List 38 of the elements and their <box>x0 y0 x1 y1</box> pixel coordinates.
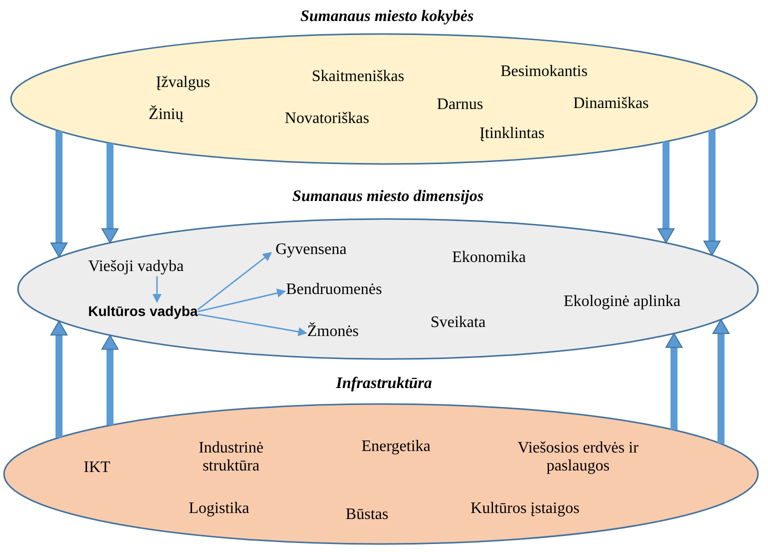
term-label: Žmonės <box>307 322 359 342</box>
block-arrow <box>101 143 119 244</box>
layer-heading: Infrastruktūra <box>336 374 432 394</box>
term-label: Bendruomenės <box>286 280 382 300</box>
term-label: IKT <box>84 458 110 478</box>
term-label: Besimokantis <box>500 62 588 82</box>
term-label: Energetika <box>362 438 430 456</box>
block-arrow <box>50 320 68 438</box>
term-label: Skaitmeniškas <box>312 68 404 86</box>
block-arrow <box>712 319 730 444</box>
block-arrow <box>101 334 119 426</box>
term-label: Žinių <box>148 106 184 124</box>
term-label: Viešoji vadyba <box>88 258 184 276</box>
arrow <box>197 252 272 310</box>
term-label: Darnus <box>436 96 484 114</box>
term-label: Kultūros vadyba <box>88 302 198 320</box>
layer-heading: Sumanaus miesto dimensijos <box>292 188 484 206</box>
term-label: Novatoriškas <box>284 110 370 128</box>
block-arrow <box>50 130 68 258</box>
term-label: Logistika <box>188 500 250 518</box>
term-label: Ekologinė aplinka <box>564 292 680 312</box>
block-arrow <box>665 332 683 430</box>
term-label: Viešosios erdvės ir paslaugos <box>516 440 640 476</box>
arrow <box>198 314 308 336</box>
arrow <box>198 288 286 312</box>
term-label: Industrinė struktūra <box>198 440 264 476</box>
term-label: Dinamiškas <box>573 94 649 114</box>
term-label: Įžvalgus <box>156 74 210 92</box>
term-label: Gyvensena <box>275 240 347 260</box>
term-label: Sveikata <box>430 314 486 332</box>
term-label: Būstas <box>346 506 388 524</box>
block-arrow <box>703 130 721 256</box>
arrow <box>152 276 162 303</box>
term-label: Ekonomika <box>452 248 526 268</box>
block-arrow <box>657 142 675 244</box>
layer-heading: Sumanaus miesto kokybės <box>300 8 474 26</box>
term-label: Įtinklintas <box>480 124 544 144</box>
term-label: Kultūros įstaigos <box>470 500 580 518</box>
